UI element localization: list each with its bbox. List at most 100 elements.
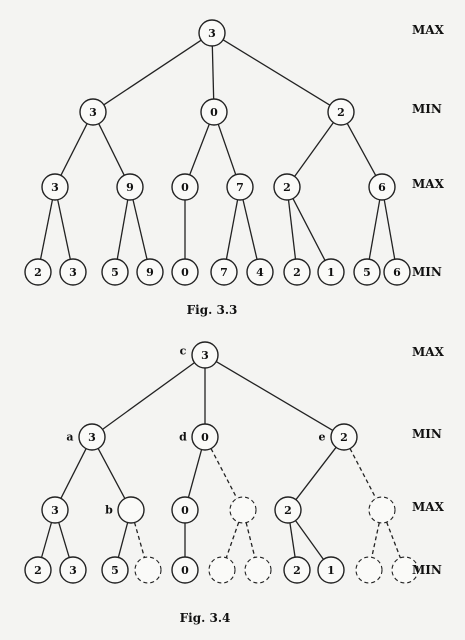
tree-edge [383, 199, 396, 260]
node-circle [136, 258, 164, 286]
pruned-edge [225, 522, 240, 558]
node-circle [383, 258, 411, 286]
node-circle [244, 556, 272, 584]
node-value: 2 [293, 564, 301, 577]
node-circle [317, 556, 345, 584]
min-node: 6 [383, 258, 411, 286]
min-node: 3 [59, 258, 87, 286]
node-value: 3 [88, 431, 96, 444]
pruned-edge [210, 448, 238, 499]
pruned-min-node [355, 556, 383, 584]
node-circle [171, 173, 199, 201]
max-node: 0 [171, 496, 199, 524]
tree-edge [222, 39, 331, 106]
tree-edge [60, 448, 87, 499]
node-value: 0 [201, 431, 209, 444]
tree-edge [187, 449, 203, 498]
max-node: 3c [180, 341, 219, 369]
tree-edge [116, 199, 129, 260]
node-value: 0 [210, 106, 218, 119]
node-value: 2 [340, 431, 348, 444]
max-node: 2 [273, 173, 301, 201]
node-circle [24, 556, 52, 584]
tree-edge [292, 198, 326, 261]
min-node: 3 [59, 556, 87, 584]
node-circle [353, 258, 381, 286]
node-circle [59, 556, 87, 584]
node-value: 2 [337, 106, 345, 119]
node-value: 2 [293, 266, 301, 279]
tree-edge [211, 45, 215, 100]
min-node: 1 [317, 556, 345, 584]
node-value: 0 [181, 181, 189, 194]
node-value: 1 [327, 564, 335, 577]
min-node: 0d [179, 423, 219, 451]
node-label: c [180, 345, 187, 358]
node-circle [79, 98, 107, 126]
node-value: 3 [51, 181, 59, 194]
pruned-min-node [391, 556, 419, 584]
tree-edge [346, 123, 377, 176]
min-node: 1 [317, 258, 345, 286]
tree-edge [368, 199, 381, 260]
min-node: 5 [101, 556, 129, 584]
max-node: 3 [41, 173, 69, 201]
node-circle [283, 556, 311, 584]
max-node: 9 [116, 173, 144, 201]
max-node: 6 [368, 173, 396, 201]
node-value: 5 [111, 266, 119, 279]
tree-edges [39, 39, 396, 261]
node-circle [226, 173, 254, 201]
node-value: 3 [201, 349, 209, 362]
level-label: MIN [412, 102, 442, 116]
tree-edge [295, 446, 337, 501]
node-value: 2 [34, 266, 42, 279]
tree-edge [242, 199, 258, 260]
node-value: 7 [236, 181, 244, 194]
node-circle [355, 556, 383, 584]
pruned-max-node [229, 496, 257, 524]
tree-edge [189, 123, 210, 176]
node-value: 2 [284, 504, 292, 517]
node-value: 0 [181, 266, 189, 279]
node-circle [116, 173, 144, 201]
node-circle [330, 423, 358, 451]
node-circle [327, 98, 355, 126]
node-value: 3 [208, 27, 216, 40]
max-node: 2 [274, 496, 302, 524]
node-value: 3 [89, 106, 97, 119]
node-circle [78, 423, 106, 451]
node-value: 7 [220, 266, 228, 279]
node-value: 3 [69, 266, 77, 279]
node-circle [117, 496, 145, 524]
node-circle [229, 496, 257, 524]
max-node: 0 [171, 173, 199, 201]
node-circle [171, 496, 199, 524]
tree-edge [225, 199, 239, 260]
node-circle [391, 556, 419, 584]
tree-edge [60, 123, 88, 176]
tree-edge [287, 199, 297, 260]
min-node: 3 [79, 98, 107, 126]
tree-edge [97, 448, 126, 499]
figure-caption: Fig. 3.3 [187, 303, 238, 317]
tree-edge [117, 522, 129, 558]
node-value: 5 [111, 564, 119, 577]
node-label: b [105, 504, 113, 517]
node-value: 5 [363, 266, 371, 279]
min-node: 0 [171, 258, 199, 286]
node-circle [171, 258, 199, 286]
node-circle [273, 173, 301, 201]
node-circle [200, 98, 228, 126]
min-node: 7 [210, 258, 238, 286]
pruned-min-node [208, 556, 236, 584]
tree-edge [103, 39, 202, 106]
pruned-min-node [134, 556, 162, 584]
node-circle [274, 496, 302, 524]
node-value: 9 [146, 266, 154, 279]
node-circle [101, 258, 129, 286]
node-circle [24, 258, 52, 286]
